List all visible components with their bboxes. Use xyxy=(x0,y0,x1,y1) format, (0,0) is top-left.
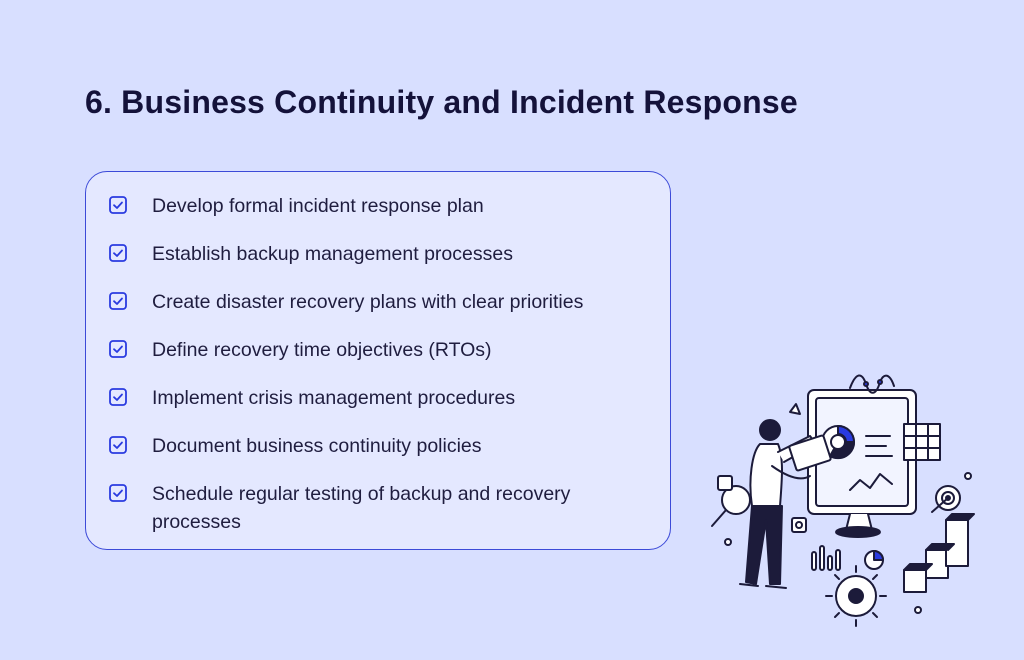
checklist-item: Establish backup management processes xyxy=(108,240,648,268)
checklist-item-label: Define recovery time objectives (RTOs) xyxy=(152,339,492,361)
checklist-item-label: Schedule regular testing of backup and r… xyxy=(152,483,571,533)
checkbox-checked-icon xyxy=(109,388,127,406)
checklist-item: Create disaster recovery plans with clea… xyxy=(108,288,648,316)
checkbox-checked-icon xyxy=(109,292,127,310)
checkbox-checked-icon xyxy=(109,340,127,358)
magnifier-icon xyxy=(711,485,751,527)
checklist-item-label: Document business continuity policies xyxy=(152,435,482,457)
checklist-item: Develop formal incident response plan xyxy=(108,192,648,220)
analytics-illustration xyxy=(711,374,975,627)
checklist-item: Implement crisis management procedures xyxy=(108,384,648,412)
checklist-item-label: Create disaster recovery plans with clea… xyxy=(152,291,584,313)
monitor-icon xyxy=(807,389,917,538)
grid-chart-icon xyxy=(903,423,941,461)
checklist-item: Define recovery time objectives (RTOs) xyxy=(108,336,648,364)
checklist-item-label: Implement crisis management procedures xyxy=(152,387,516,409)
blocks-icon xyxy=(903,513,975,593)
checkbox-checked-icon xyxy=(109,484,127,502)
person-icon xyxy=(739,419,832,589)
donut-chart-icon xyxy=(821,425,856,460)
checklist-item-label: Establish backup management processes xyxy=(152,243,513,265)
checkbox-checked-icon xyxy=(109,436,127,454)
checkbox-checked-icon xyxy=(109,196,127,214)
wave-graph-icon xyxy=(849,374,895,394)
checklist-item-label: Develop formal incident response plan xyxy=(152,195,484,217)
gear-icon xyxy=(825,565,887,627)
checklist-item: Schedule regular testing of backup and r… xyxy=(108,480,608,536)
checkbox-checked-icon xyxy=(109,244,127,262)
page-title: 6. Business Continuity and Incident Resp… xyxy=(85,84,798,120)
checklist-item: Document business continuity policies xyxy=(108,432,648,460)
checklist-card: Develop formal incident response plan Es… xyxy=(85,171,671,550)
pie-chart-icon xyxy=(864,550,884,570)
bar-chart-icon xyxy=(811,545,841,571)
target-icon xyxy=(931,485,961,513)
